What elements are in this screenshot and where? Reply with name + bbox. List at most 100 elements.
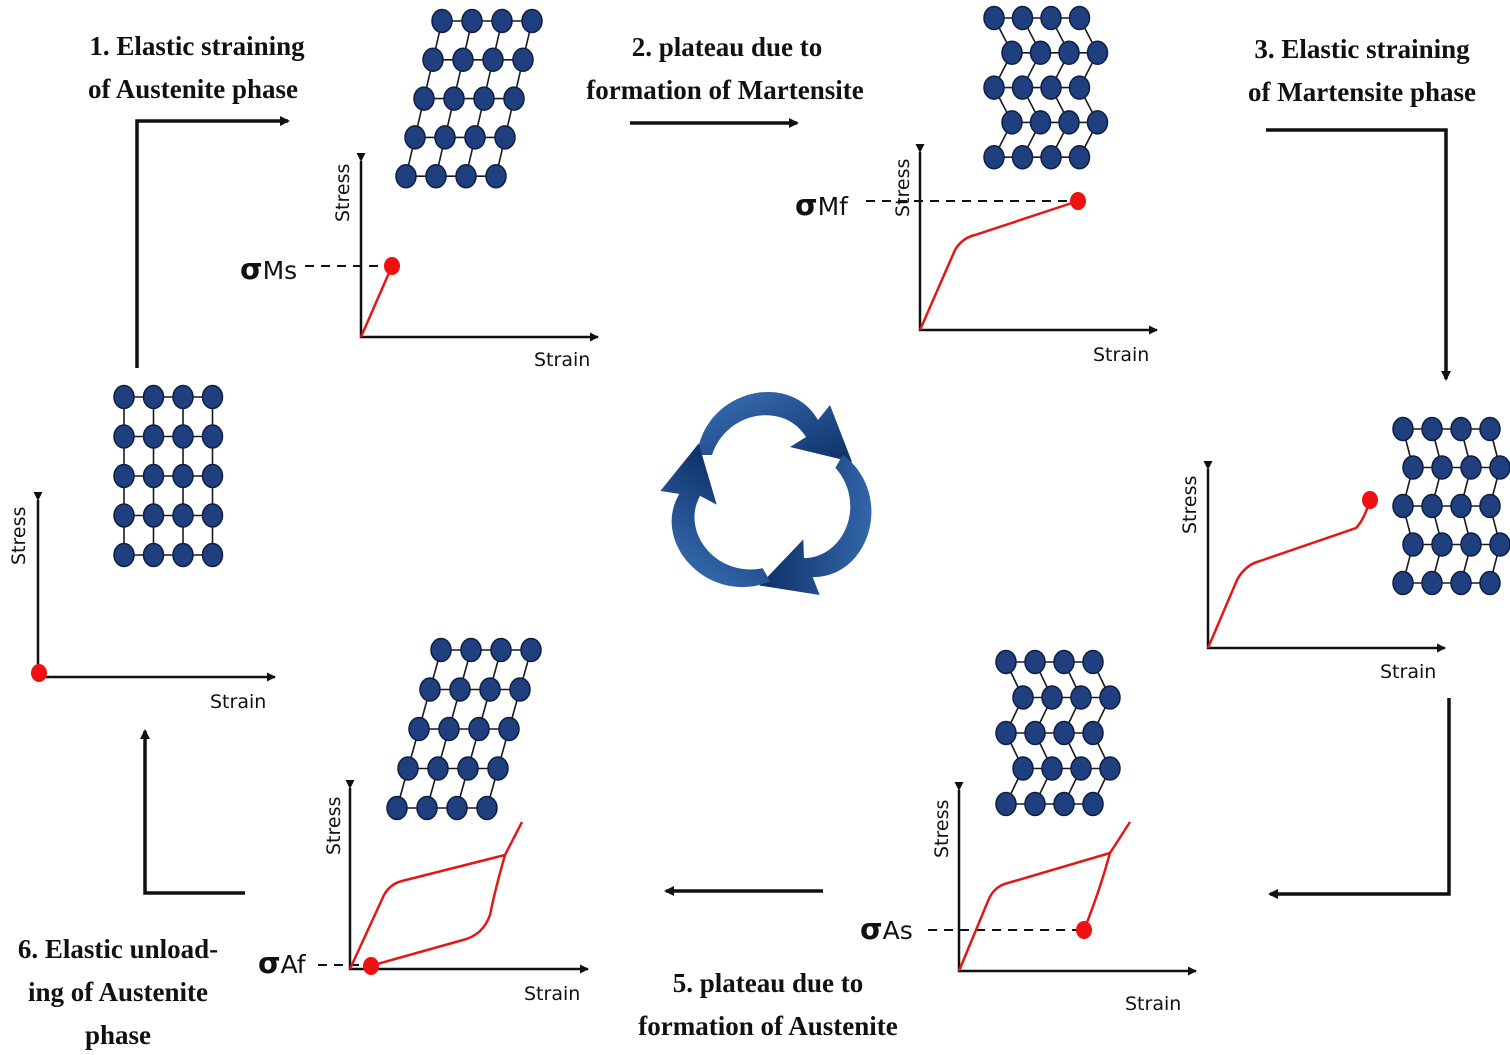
atom bbox=[1029, 40, 1052, 66]
martensite-lattice-5 bbox=[995, 649, 1121, 817]
atom bbox=[395, 163, 417, 189]
atom bbox=[142, 463, 165, 489]
plot-4-axes bbox=[954, 782, 1197, 976]
atom bbox=[201, 384, 224, 410]
atom bbox=[1421, 493, 1443, 519]
plot-1-curve bbox=[359, 265, 394, 338]
atom bbox=[521, 8, 543, 34]
martensite-lattice-4 bbox=[1392, 416, 1510, 596]
atom bbox=[397, 756, 419, 781]
atom bbox=[113, 424, 135, 449]
stage-2-line2: formation of Martensite bbox=[586, 75, 863, 105]
stage-5-line2: formation of Austenite bbox=[638, 1011, 897, 1041]
atom bbox=[461, 8, 483, 34]
atom bbox=[1392, 416, 1414, 442]
flow-arrows bbox=[135, 116, 1451, 899]
stage-6-line2: ing of Austenite bbox=[28, 977, 208, 1007]
atom bbox=[172, 542, 194, 568]
atom bbox=[487, 756, 509, 781]
plot-1-x-label: Strain bbox=[534, 349, 590, 371]
atom bbox=[1489, 455, 1510, 480]
stage-2-line1: 2. plateau due to bbox=[632, 32, 823, 62]
martensite-lattice-3 bbox=[983, 5, 1109, 170]
atom bbox=[1392, 570, 1414, 596]
stage-5-label: 5. plateau due to formation of Austenite bbox=[638, 968, 897, 1041]
atom bbox=[1011, 5, 1034, 31]
flow-arrow-4 bbox=[1268, 698, 1451, 899]
atom bbox=[983, 144, 1005, 170]
atom bbox=[1068, 5, 1091, 31]
atom bbox=[491, 8, 513, 34]
atom bbox=[1421, 416, 1443, 442]
plot-4-as-point bbox=[1076, 921, 1092, 939]
atom bbox=[1086, 110, 1109, 135]
atom bbox=[438, 716, 460, 742]
stage-1-label: 1. Elastic straining of Austenite phase bbox=[88, 31, 305, 104]
atom bbox=[1402, 532, 1424, 557]
flow-arrow-6 bbox=[140, 729, 245, 895]
stage-6-line1: 6. Elastic unload- bbox=[18, 934, 218, 964]
atom bbox=[995, 791, 1017, 817]
atom bbox=[1402, 455, 1424, 480]
atom bbox=[482, 47, 504, 73]
stage-6-label: 6. Elastic unload- ing of Austenite phas… bbox=[18, 934, 218, 1050]
plot-5-y-label: Stress bbox=[323, 797, 345, 855]
atom bbox=[1041, 756, 1063, 781]
atom bbox=[1082, 791, 1104, 817]
atom bbox=[1450, 493, 1472, 519]
atom bbox=[172, 463, 194, 489]
atom bbox=[520, 637, 542, 663]
stage-3-label: 3. Elastic straining of Martensite phase bbox=[1248, 34, 1476, 107]
plot-2-y-label: Stress bbox=[892, 159, 914, 217]
atom bbox=[427, 756, 449, 781]
atom bbox=[1001, 110, 1023, 135]
atom bbox=[1012, 685, 1034, 710]
atom bbox=[1011, 144, 1034, 170]
atom bbox=[1431, 532, 1453, 557]
atom bbox=[1041, 685, 1063, 710]
plot-2-axes bbox=[915, 144, 1158, 335]
atom bbox=[1058, 40, 1080, 66]
plot-1-ms-point bbox=[384, 257, 400, 275]
atom bbox=[113, 542, 135, 568]
atom bbox=[201, 463, 224, 489]
cycle-arrows-icon bbox=[638, 391, 898, 621]
atom bbox=[404, 125, 426, 150]
atom bbox=[425, 163, 447, 189]
atom bbox=[1058, 110, 1080, 135]
atom bbox=[142, 503, 165, 528]
atom bbox=[201, 503, 224, 528]
atom bbox=[142, 424, 165, 449]
plot-6-y-label: Stress bbox=[8, 507, 30, 565]
plot-3-point bbox=[1362, 491, 1378, 509]
plot-6: Strain Stress bbox=[8, 492, 276, 713]
atom bbox=[172, 424, 194, 449]
atom bbox=[473, 86, 495, 111]
atom bbox=[422, 47, 444, 73]
plot-5-curve bbox=[348, 821, 524, 970]
atom bbox=[1040, 5, 1062, 31]
atom bbox=[1012, 756, 1034, 781]
atom bbox=[1024, 720, 1046, 746]
stage-6-line3: phase bbox=[85, 1020, 151, 1050]
plot-3-x-label: Strain bbox=[1380, 661, 1436, 683]
atom bbox=[1068, 144, 1091, 170]
plot-1: Strain Stress σMs bbox=[240, 153, 599, 371]
atom bbox=[1029, 110, 1052, 135]
stage-2-label: 2. plateau due to formation of Martensit… bbox=[586, 32, 863, 105]
atom bbox=[983, 5, 1005, 31]
plot-6-x-label: Strain bbox=[210, 691, 266, 713]
atom bbox=[1460, 455, 1482, 480]
plot-2-x-label: Strain bbox=[1093, 344, 1149, 366]
flow-arrow-1 bbox=[135, 116, 290, 368]
atom bbox=[443, 86, 465, 111]
plot-6-origin-point bbox=[31, 664, 47, 682]
atom bbox=[464, 125, 486, 150]
atom bbox=[1489, 532, 1510, 557]
atom bbox=[1099, 685, 1121, 710]
atom bbox=[460, 637, 482, 663]
plot-5-af-point bbox=[363, 957, 379, 975]
atom bbox=[1024, 649, 1046, 675]
